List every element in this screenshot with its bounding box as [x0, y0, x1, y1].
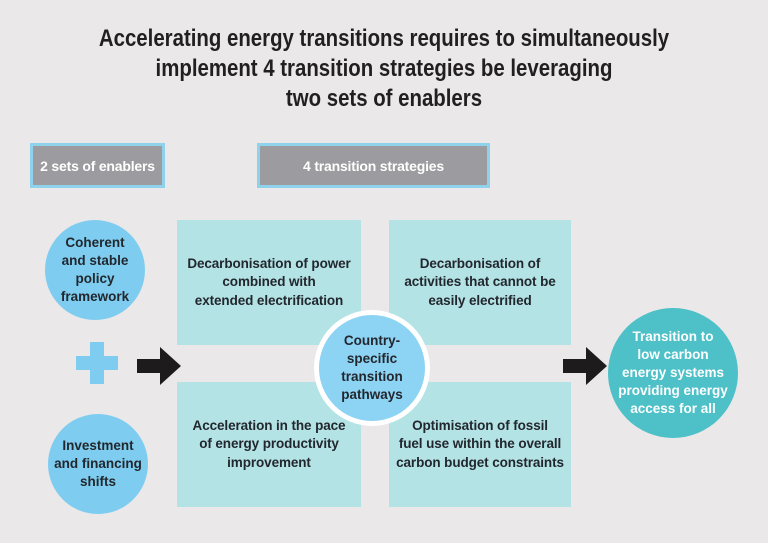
page-title: Accelerating energy transitions requires…	[98, 25, 670, 112]
strategy-box-activities-decarbonisation: Decarbonisation of activities that canno…	[389, 220, 571, 345]
enablers-label-box: 2 sets of enablers	[30, 143, 165, 188]
plus-icon	[76, 342, 118, 384]
enabler-circle-policy-framework: Coherent and stable policy framework	[45, 220, 145, 320]
strategy-box-energy-productivity: Acceleration in the pace of energy produ…	[177, 382, 361, 507]
arrow-right-icon	[137, 347, 181, 385]
strategy-box-fossil-fuel-optimisation: Optimisation of fossil fuel use within t…	[389, 382, 571, 507]
strategies-label-box: 4 transition strategies	[257, 143, 490, 188]
strategy-box-power-decarbonisation: Decarbonisation of power combined with e…	[177, 220, 361, 345]
center-circle-transition-pathways: Country- specific transition pathways	[314, 310, 430, 426]
enabler-circle-investment-shifts: Investment and financing shifts	[48, 414, 148, 514]
plus-vertical-bar	[90, 342, 104, 384]
arrow-right-icon	[563, 347, 607, 385]
outcome-circle-low-carbon-transition: Transition to low carbon energy systems …	[608, 308, 738, 438]
